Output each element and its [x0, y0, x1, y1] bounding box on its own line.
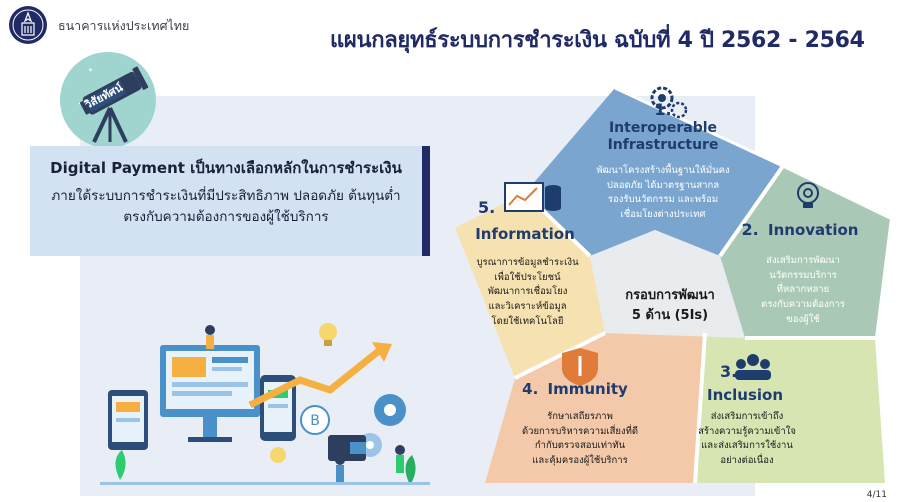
- segment-5-title: Information: [470, 225, 580, 243]
- page-title: แผนกลยุทธ์ระบบการชำระเงิน ฉบับที่ 4 ปี 2…: [330, 28, 865, 53]
- bank-logo-icon: [9, 6, 47, 44]
- segment-1-desc-line: เชื่อมโยงต่างประเทศ: [620, 209, 706, 221]
- segment-5-title-text: Information: [475, 225, 575, 243]
- segment-1-desc: พัฒนาโครงสร้างพื้นฐานให้มั่นคง ปลอดภัย ไ…: [583, 164, 743, 223]
- segment-2-desc-line: ส่งเสริมการพัฒนา: [766, 255, 840, 266]
- segment-5-desc-line: และวิเคราะห์ข้อมูล: [488, 301, 567, 313]
- center-label-line1: กรอบการพัฒนา: [625, 288, 715, 303]
- vision-line-1: ภายใต้ระบบการชำระเงินที่มีประสิทธิภาพ ปล…: [51, 188, 401, 204]
- center-pentagon: [590, 230, 745, 338]
- segment-5-information: [455, 193, 605, 378]
- segment-4-desc-line: รักษาเสถียรภาพ: [547, 411, 613, 422]
- segment-3-desc-line: สร้างความรู้ความเข้าใจ: [698, 425, 796, 437]
- vision-line-2: ตรงกับความต้องการของผู้ใช้บริการ: [123, 208, 329, 225]
- svg-text:✦: ✦: [88, 67, 93, 74]
- segment-2-desc-line: ตรงกับความต้องการ: [761, 299, 845, 311]
- segment-3-number: 3.: [720, 362, 738, 381]
- segment-5-desc-line: เพื่อใช้ประโยชน์: [494, 271, 561, 283]
- segment-1-desc-line: พัฒนาโครงสร้างพื้นฐานให้มั่นคง: [596, 165, 730, 176]
- framework-center-label: กรอบการพัฒนา 5 ด้าน (5Is): [610, 286, 730, 325]
- segment-4-desc-line: ด้วยการบริหารความเสี่ยงที่ดี: [521, 425, 639, 437]
- segment-2-desc-line: ของผู้ใช้: [786, 313, 820, 325]
- segment-3-title: 3.: [720, 362, 780, 381]
- segment-4-immunity: [485, 333, 705, 483]
- segment-2-desc: ส่งเสริมการพัฒนา นวัตกรรมบริการ ที่หลากห…: [748, 254, 858, 328]
- segment-4-title: 4. Immunity: [520, 380, 630, 398]
- segment-5-desc-line: โดยใช้เทคโนโลยี: [491, 315, 564, 327]
- svg-text:B: B: [310, 413, 320, 429]
- segment-5-number: 5.: [478, 198, 496, 217]
- framework-pentagon: [455, 86, 891, 484]
- segment-1-title-line2: Infrastructure: [607, 136, 719, 153]
- people-icon: [735, 354, 771, 380]
- telescope-icon: ✦ ✦ ✦ วิสัยทัศน์: [60, 52, 156, 148]
- segment-4-desc-line: กำกับตรวจสอบเท่าทัน: [534, 440, 626, 452]
- segment-2-desc-line: นวัตกรรมบริการ: [769, 269, 837, 281]
- segment-1-infrastructure: [525, 88, 783, 256]
- segment-2-innovation: [720, 166, 890, 338]
- vision-headline: Digital Payment เป็นทางเลือกหลักในการชำร…: [50, 159, 402, 177]
- segment-4-number: 4.: [522, 380, 539, 398]
- segment-3-desc: ส่งเสริมการเข้าถึง สร้างความรู้ความเข้าใ…: [682, 410, 812, 469]
- segment-4-desc: รักษาเสถียรภาพ ด้วยการบริหารความเสี่ยงที…: [505, 410, 655, 469]
- segment-4-desc-line: และคุ้มครองผู้ใช้บริการ: [532, 455, 628, 467]
- page-number: 4/11: [866, 490, 887, 500]
- segment-1-desc-line: ปลอดภัย ได้มาตรฐานสากล: [606, 179, 720, 191]
- segment-1-desc-line: รองรับนวัตกรรม และพร้อม: [607, 194, 719, 206]
- segment-2-number: 2.: [741, 220, 759, 239]
- segment-5-desc-line: บูรณาการข้อมูลชำระเงิน: [476, 257, 579, 268]
- center-label-line2: 5 ด้าน (5Is): [631, 307, 709, 323]
- svg-text:✦: ✦: [78, 101, 82, 106]
- chart-database-icon: [504, 182, 561, 212]
- org-name: ธนาคารแห่งประเทศไทย: [58, 18, 190, 33]
- segment-2-title-text: Innovation: [768, 221, 859, 239]
- gears-icon: [650, 86, 688, 119]
- segment-2-title: 2. Innovation: [735, 220, 865, 239]
- segment-5-desc: บูรณาการข้อมูลชำระเงิน เพื่อใช้ประโยชน์ …: [470, 256, 585, 330]
- shield-icon: [562, 348, 598, 386]
- segment-1-number: 1.: [654, 100, 672, 119]
- segment-3-title-text: Inclusion: [706, 386, 784, 404]
- segment-5-desc-line: พัฒนาการเชื่อมโยง: [487, 286, 568, 298]
- segment-3-desc-line: และส่งเสริมการใช้งาน: [701, 440, 793, 452]
- segment-3-desc-line: อย่างต่อเนื่อง: [720, 455, 774, 467]
- segment-3-desc-line: ส่งเสริมการเข้าถึง: [710, 411, 784, 422]
- segment-4-title-text: Immunity: [547, 380, 628, 398]
- segment-1-title: 1. Interoperable Infrastructure: [598, 100, 728, 153]
- segment-1-title-line1: Interoperable: [608, 119, 718, 136]
- gear-bulb-icon: [797, 182, 819, 208]
- segment-2-desc-line: ที่หลากหลาย: [776, 284, 830, 296]
- vision-statement: Digital Payment เป็นทางเลือกหลักในการชำร…: [30, 146, 430, 256]
- digital-payment-illustration: B: [100, 323, 430, 485]
